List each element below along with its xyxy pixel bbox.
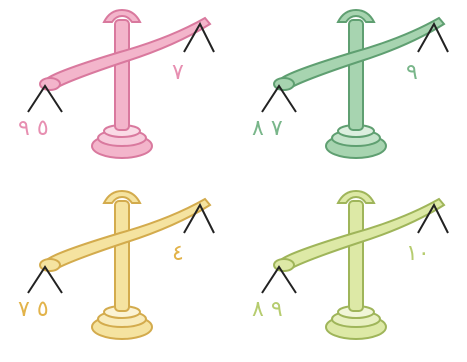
balance-scale-green: ٧ ٨ ٩ [234,0,467,181]
balance-scale-icon [0,181,233,362]
left-pan-label: ٥ ٧ [18,299,49,321]
right-pan-label: ١٠ [406,243,430,265]
balance-scale-pink: ٥ ٩ ٧ [0,0,233,181]
balance-scale-yellow: ٥ ٧ ٤ [0,181,233,362]
balance-scale-icon [0,0,233,181]
right-pan-label: ٩ [406,62,418,84]
left-pan-label: ٩ ٨ [252,299,283,321]
right-pan-label: ٧ [172,62,184,84]
balance-scale-icon [234,181,467,362]
left-pan-label: ٥ ٩ [18,118,49,140]
right-pan-label: ٤ [172,243,184,265]
balance-scale-icon [234,0,467,181]
balance-scale-lime: ٩ ٨ ١٠ [234,181,467,362]
left-pan-label: ٧ ٨ [252,118,283,140]
